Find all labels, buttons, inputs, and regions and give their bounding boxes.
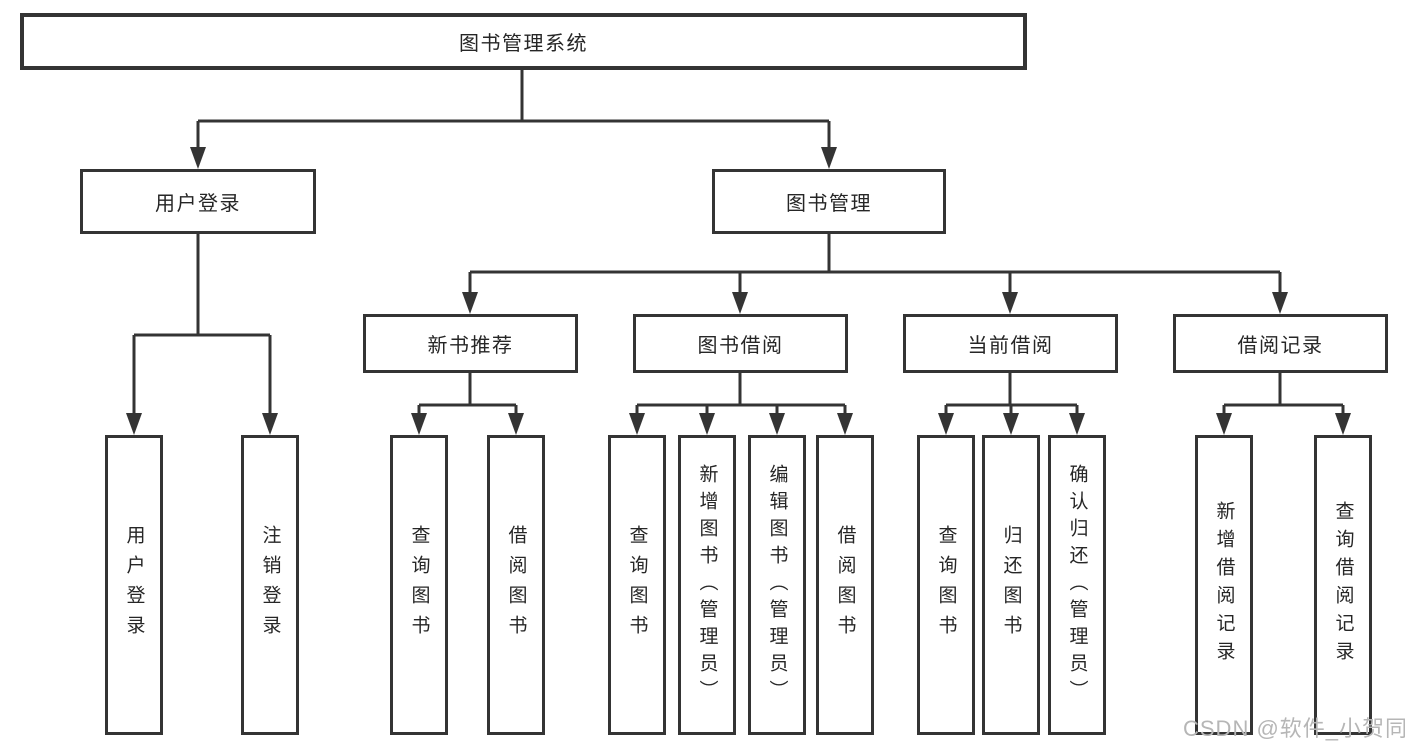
leaf-add-book-admin: 新增图书（管理员）: [678, 435, 736, 735]
node-user-login: 用户登录: [80, 169, 316, 234]
leaf-query-book-borrow: 查询图书: [608, 435, 666, 735]
leaf-return-book: 归还图书: [982, 435, 1040, 735]
node-borrow-record: 借阅记录: [1173, 314, 1388, 373]
connector-lines: [132, 70, 1345, 416]
leaf-borrow-book: 借阅图书: [816, 435, 874, 735]
node-book-borrow: 图书借阅: [633, 314, 848, 373]
node-new-book-recommend: 新书推荐: [363, 314, 578, 373]
leaf-logout: 注销登录: [241, 435, 299, 735]
leaf-query-borrow-record: 查询借阅记录: [1314, 435, 1372, 735]
csdn-watermark: CSDN @软件_小贺同学: [1183, 716, 1405, 741]
node-root-library-system: 图书管理系统: [20, 13, 1027, 70]
leaf-edit-book-admin: 编辑图书（管理员）: [748, 435, 806, 735]
leaf-borrow-book-recommend: 借阅图书: [487, 435, 545, 735]
leaf-query-book-recommend: 查询图书: [390, 435, 448, 735]
leaf-user-login: 用户登录: [105, 435, 163, 735]
leaf-query-book-current: 查询图书: [917, 435, 975, 735]
leaf-add-borrow-record: 新增借阅记录: [1195, 435, 1253, 735]
leaf-confirm-return-admin: 确认归还（管理员）: [1048, 435, 1106, 735]
node-book-management: 图书管理: [712, 169, 946, 234]
arrowhead-icons: [126, 147, 1351, 435]
node-current-borrow: 当前借阅: [903, 314, 1118, 373]
